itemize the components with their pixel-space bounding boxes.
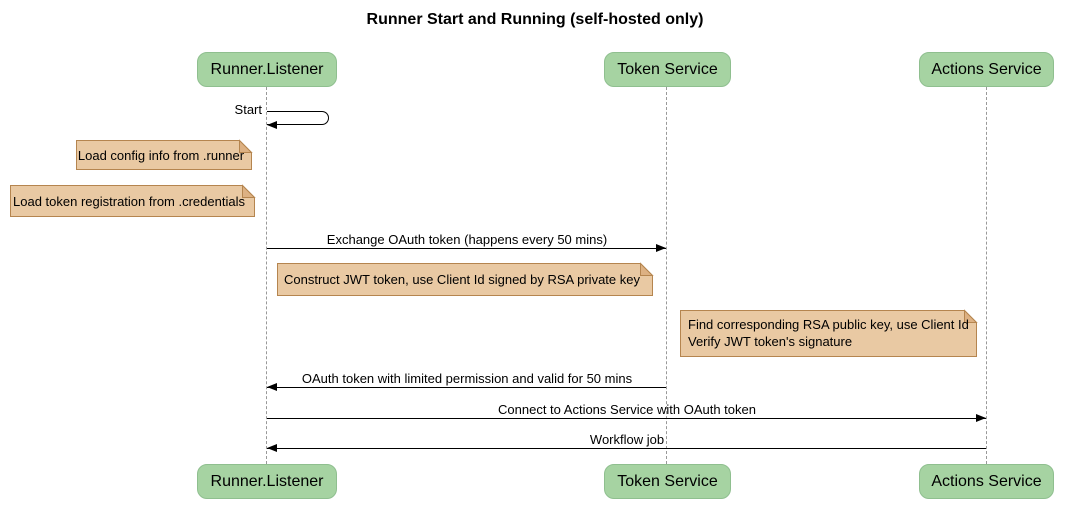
arrowhead-right-icon bbox=[656, 244, 666, 252]
note-verify-jwt: Find corresponding RSA public key, use C… bbox=[680, 309, 978, 357]
note-text: Construct JWT token, use Client Id signe… bbox=[284, 272, 640, 287]
message-line bbox=[267, 248, 666, 249]
participant-actions-service-bottom: Actions Service bbox=[919, 464, 1054, 499]
arrowhead-right-icon bbox=[976, 414, 986, 422]
message-line bbox=[267, 387, 666, 388]
participant-label: Token Service bbox=[617, 472, 718, 490]
diagram-title: Runner Start and Running (self-hosted on… bbox=[366, 11, 704, 28]
note-text-line2: Verify JWT token's signature bbox=[688, 334, 852, 349]
note-text: Load config info from .runner bbox=[78, 148, 245, 163]
lifeline-runner-listener bbox=[266, 87, 267, 464]
note-load-token-registration: Load token registration from .credential… bbox=[10, 184, 256, 217]
message-label-oauth-return: OAuth token with limited permission and … bbox=[301, 371, 633, 386]
lifeline-token-service bbox=[666, 87, 667, 464]
note-paper bbox=[10, 185, 255, 217]
self-message-loop bbox=[267, 111, 329, 125]
note-fold-icon bbox=[239, 139, 253, 153]
message-label-workflow-job: Workflow job bbox=[589, 432, 665, 447]
participant-label: Runner.Listener bbox=[210, 472, 324, 490]
note-fold-icon bbox=[640, 262, 654, 276]
note-paper bbox=[277, 263, 653, 296]
participant-token-service-bottom: Token Service bbox=[604, 464, 731, 499]
message-line bbox=[267, 418, 986, 419]
arrowhead-left-icon bbox=[267, 121, 277, 129]
participant-label: Runner.Listener bbox=[210, 60, 324, 78]
arrowhead-left-icon bbox=[267, 383, 277, 391]
participant-label: Token Service bbox=[617, 60, 718, 78]
message-line bbox=[267, 448, 986, 449]
arrowhead-left-icon bbox=[267, 444, 277, 452]
note-fold-icon bbox=[964, 309, 978, 323]
note-paper bbox=[76, 140, 252, 170]
message-label-exchange-oauth: Exchange OAuth token (happens every 50 m… bbox=[326, 232, 608, 247]
note-fold-icon bbox=[242, 184, 256, 198]
participant-label: Actions Service bbox=[931, 472, 1042, 490]
message-label-start: Start bbox=[234, 102, 262, 117]
note-text-line1: Find corresponding RSA public key, use C… bbox=[688, 317, 969, 332]
note-load-config: Load config info from .runner bbox=[76, 139, 253, 170]
participant-token-service-top: Token Service bbox=[604, 52, 731, 87]
participant-actions-service-top: Actions Service bbox=[919, 52, 1054, 87]
participant-runner-listener-bottom: Runner.Listener bbox=[197, 464, 337, 499]
note-paper bbox=[680, 310, 977, 357]
participant-runner-listener-top: Runner.Listener bbox=[197, 52, 337, 87]
note-construct-jwt: Construct JWT token, use Client Id signe… bbox=[277, 262, 654, 296]
lifeline-actions-service bbox=[986, 87, 987, 464]
note-text: Load token registration from .credential… bbox=[13, 194, 245, 209]
message-label-connect-actions: Connect to Actions Service with OAuth to… bbox=[498, 402, 756, 417]
participant-label: Actions Service bbox=[931, 60, 1042, 78]
